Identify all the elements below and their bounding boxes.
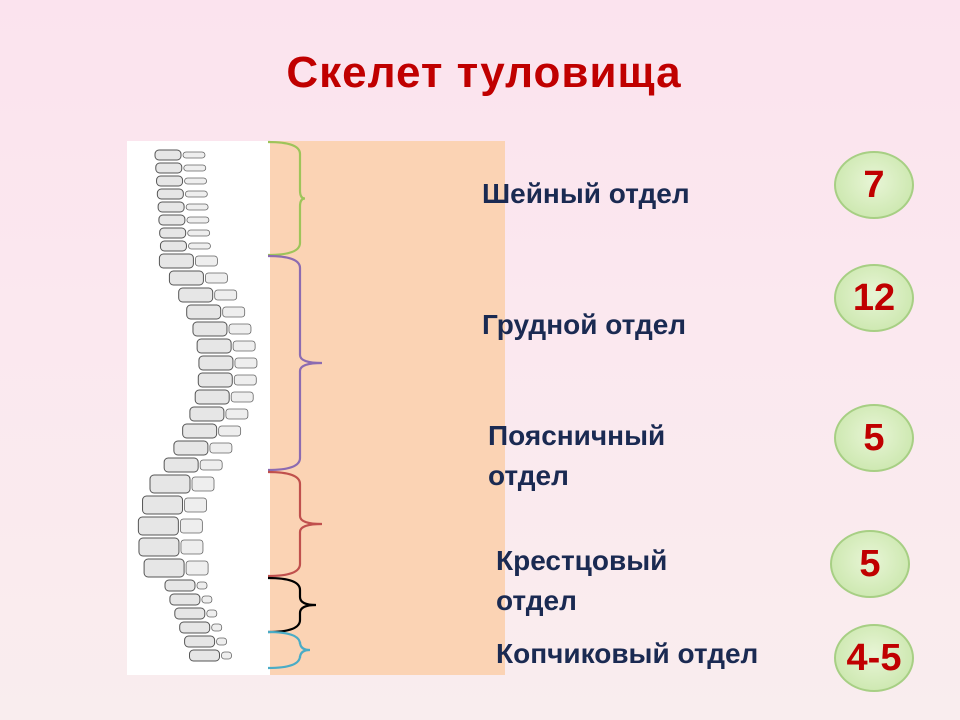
badge-coccygeal: 4-5: [834, 624, 914, 692]
slide-title: Скелет туловища: [286, 48, 682, 97]
brace-cervical: [267, 140, 306, 257]
badge-cervical: 7: [834, 151, 914, 219]
peach-panel: [265, 141, 505, 675]
badge-thoracic: 12: [834, 264, 914, 332]
brace-sacral: [267, 576, 317, 634]
label-coccygeal: Копчиковый отдел: [496, 638, 759, 669]
label-cervical: Шейный отдел: [482, 178, 690, 209]
badge-lumbar: 5: [834, 404, 914, 472]
label-thoracic: Грудной отдел: [482, 309, 687, 340]
badge-sacral: 5: [830, 530, 910, 598]
label-lumbar: Поясничный отдел: [488, 420, 666, 491]
brace-coccygeal: [267, 630, 311, 670]
brace-lumbar: [267, 470, 323, 578]
label-sacral: Крестцовый отдел: [496, 545, 668, 616]
brace-thoracic: [267, 254, 323, 472]
